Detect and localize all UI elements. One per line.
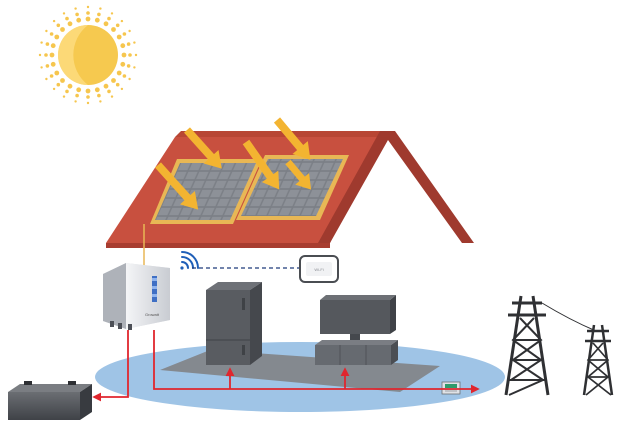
sun-ray-dot <box>120 87 124 91</box>
sun-ray-dot <box>49 52 55 58</box>
sun-ray-dot <box>86 95 90 99</box>
sun-ray-dot <box>110 12 114 15</box>
sun-ray-dot <box>67 21 73 27</box>
sun-ray-dot <box>60 78 65 83</box>
sun-ray-dot <box>120 19 124 23</box>
sun-ray-dot <box>74 100 77 103</box>
sunbeam-arrows <box>155 117 312 210</box>
sun-ray-dot <box>111 27 116 32</box>
sun-ray-dot <box>86 11 90 15</box>
sun-ray-dot <box>76 87 82 93</box>
sun-ray-dot <box>99 7 102 10</box>
power-cable <box>541 302 597 332</box>
battery-icon <box>8 381 92 420</box>
sun-ray-dot <box>56 23 61 28</box>
sun-ray-dot <box>126 42 131 46</box>
sun-ray-dot <box>65 16 69 21</box>
sun-ray-dot <box>128 77 131 81</box>
sun-ray-dot <box>40 66 43 69</box>
sun-ray-dot <box>85 88 91 94</box>
television-icon <box>315 295 398 365</box>
sun-ray-dot <box>45 77 48 81</box>
sun-ray-dot <box>103 21 109 27</box>
sun-ray-dot <box>54 34 60 40</box>
sun-ray-dot <box>111 78 116 83</box>
sun-ray-dot <box>62 95 66 98</box>
sun-ray-dot <box>116 70 122 76</box>
sun-ray-dot <box>45 64 50 68</box>
inverter-icon: Growatt <box>103 263 170 330</box>
sun-ray-dot <box>128 53 132 57</box>
sun-ray-dot <box>86 101 90 105</box>
sun-ray-dot <box>126 64 131 68</box>
solar-panel-icon <box>150 159 262 224</box>
sun-ray-dot <box>52 87 56 91</box>
sun-ray-dot <box>134 53 138 57</box>
sun-ray-dot <box>40 41 43 44</box>
sun-ray-dot <box>45 42 50 46</box>
sun-ray-dot <box>122 74 127 78</box>
sun-ray-dot <box>50 61 56 67</box>
sun-ray-dot <box>75 93 79 98</box>
sun-ray-dot <box>103 83 109 89</box>
sun-ray-dot <box>54 70 60 76</box>
sun-ray-dot <box>62 12 66 15</box>
monitor-label: Wi-Fi <box>314 267 323 272</box>
refrigerator-icon <box>206 282 262 365</box>
inverter-brand: Growatt <box>145 312 160 317</box>
sun-ray-dot <box>110 95 114 98</box>
sun-ray-dot <box>107 89 111 94</box>
sun-ray-dot <box>94 17 100 23</box>
sun-ray-dot <box>128 29 131 33</box>
sun-ray-dot <box>45 29 48 33</box>
sun-ray-dot <box>67 83 73 89</box>
sun-ray-dot <box>107 16 111 21</box>
sun-ray-dot <box>50 43 56 49</box>
sun-ray-dot <box>75 12 79 17</box>
sun-ray-dot <box>76 17 82 23</box>
power-lines <box>92 330 480 402</box>
sun-ray-dot <box>94 87 100 93</box>
sun-ray-dot <box>52 19 56 23</box>
energy-meter-icon <box>441 381 461 395</box>
sun-ray-dot <box>133 66 136 69</box>
sun-ray-dot <box>116 34 122 40</box>
sun-ray-dot <box>115 82 120 87</box>
sun-ray-dot <box>115 23 120 28</box>
sun-ray-dot <box>120 61 126 67</box>
sun-ray-dot <box>133 41 136 44</box>
sun-ray-dot <box>49 32 54 36</box>
monitor-device-icon: Wi-Fi <box>299 255 339 283</box>
sun-ray-dot <box>97 12 101 17</box>
sun-ray-dot <box>121 52 127 58</box>
sun-ray-dot <box>56 82 61 87</box>
sun-ray-dot <box>97 93 101 98</box>
sun-icon <box>38 5 138 105</box>
transmission-tower-icon <box>504 295 550 396</box>
sun-ray-dot <box>120 43 126 49</box>
sun-ray-dot <box>60 27 65 32</box>
sun-ray-dot <box>85 16 91 22</box>
sun-ray-dot <box>86 5 90 9</box>
wifi-icon <box>180 251 199 270</box>
sun-ray-dot <box>49 74 54 78</box>
sun-ray-dot <box>38 53 42 57</box>
sun-ray-dot <box>74 7 77 10</box>
sun-ray-dot <box>99 100 102 103</box>
sun-ray-dot <box>44 53 48 57</box>
sun-ray-dot <box>122 32 127 36</box>
sun-ray-dot <box>65 89 69 94</box>
transmission-tower-icon <box>582 324 614 396</box>
